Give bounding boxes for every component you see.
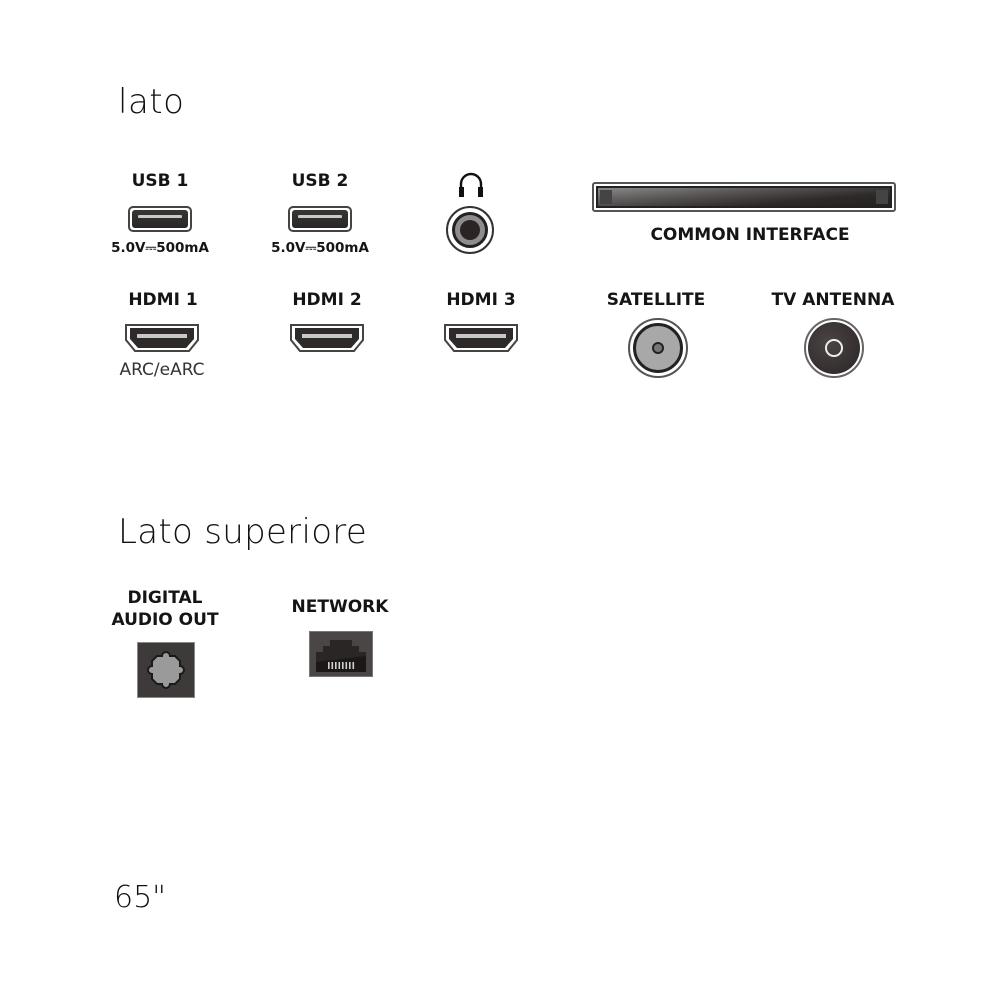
digital-audio-out-label-line2: AUDIO OUT bbox=[111, 610, 219, 630]
ethernet-port-icon bbox=[309, 631, 373, 677]
digital-audio-out-label-line1: DIGITAL bbox=[127, 588, 203, 608]
usb1-rating: 5.0V⎓500mA bbox=[111, 240, 209, 256]
digital-audio-out-label: DIGITAL AUDIO OUT bbox=[100, 587, 230, 631]
section-title-side: lato bbox=[118, 82, 185, 122]
hdmi3-port-icon bbox=[442, 322, 520, 354]
common-interface-label: COMMON INTERFACE bbox=[650, 225, 850, 245]
section-title-top: Lato superiore bbox=[118, 512, 368, 552]
network-label: NETWORK bbox=[291, 597, 389, 617]
tv-antenna-label: TV ANTENNA bbox=[771, 290, 895, 310]
hdmi2-port-icon bbox=[288, 322, 366, 354]
hdmi3-label: HDMI 3 bbox=[446, 290, 516, 310]
headphone-jack-icon bbox=[446, 206, 494, 254]
model-size-label: 65" bbox=[114, 880, 166, 915]
common-interface-slot-icon bbox=[592, 182, 896, 212]
hdmi1-label: HDMI 1 bbox=[128, 290, 198, 310]
usb1-label: USB 1 bbox=[131, 171, 189, 191]
usb1-port-icon bbox=[128, 206, 192, 232]
hdmi1-arc-note: ARC/eARC bbox=[119, 360, 205, 380]
headphone-icon bbox=[456, 172, 486, 198]
usb2-label: USB 2 bbox=[291, 171, 349, 191]
optical-port-icon bbox=[137, 642, 195, 698]
usb2-rating: 5.0V⎓500mA bbox=[271, 240, 369, 256]
hdmi1-port-icon bbox=[123, 322, 201, 354]
hdmi2-label: HDMI 2 bbox=[292, 290, 362, 310]
satellite-connector-icon bbox=[628, 318, 688, 378]
usb2-port-icon bbox=[288, 206, 352, 232]
satellite-label: SATELLITE bbox=[606, 290, 706, 310]
tv-antenna-connector-icon bbox=[804, 318, 864, 378]
